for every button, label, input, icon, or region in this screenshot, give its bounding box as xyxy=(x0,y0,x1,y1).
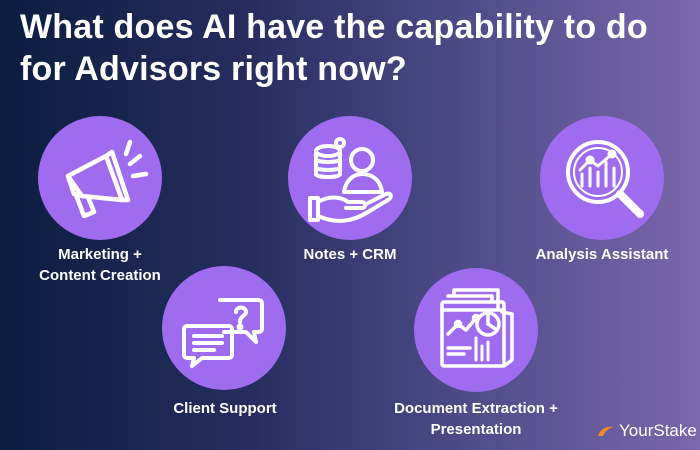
analysis-circle xyxy=(540,116,664,240)
notes-crm-label: Notes + CRM xyxy=(250,244,450,265)
marketing-label-line1: Marketing + xyxy=(58,246,142,263)
document-label-line1: Document Extraction + xyxy=(394,400,558,417)
notes-crm-circle xyxy=(288,116,412,240)
marketing-label-line2: Content Creation xyxy=(39,267,161,284)
document-label: Document Extraction + Presentation xyxy=(370,398,582,440)
document-circle xyxy=(414,268,538,392)
notes-crm-label-line1: Notes + CRM xyxy=(303,246,397,263)
client-support-circle xyxy=(162,266,286,390)
magnifier-chart-icon xyxy=(566,140,644,218)
page-title: What does AI have the capability to do f… xyxy=(20,8,648,88)
chat-question-icon xyxy=(182,298,264,368)
person-database-hand-icon xyxy=(308,137,393,223)
megaphone-icon xyxy=(65,139,149,219)
brand-name: YourStake xyxy=(619,421,697,440)
marketing-label: Marketing + Content Creation xyxy=(10,244,190,286)
client-support-label-line1: Client Support xyxy=(173,400,277,417)
marketing-circle xyxy=(38,116,162,240)
client-support-label: Client Support xyxy=(130,398,320,419)
yourstake-logo-icon xyxy=(598,426,614,436)
brand-logo: YourStake xyxy=(597,421,697,441)
analysis-label-line1: Analysis Assistant xyxy=(535,246,669,263)
analysis-label: Analysis Assistant xyxy=(510,244,694,265)
document-charts-icon xyxy=(440,288,514,368)
document-label-line2: Presentation xyxy=(430,421,522,438)
